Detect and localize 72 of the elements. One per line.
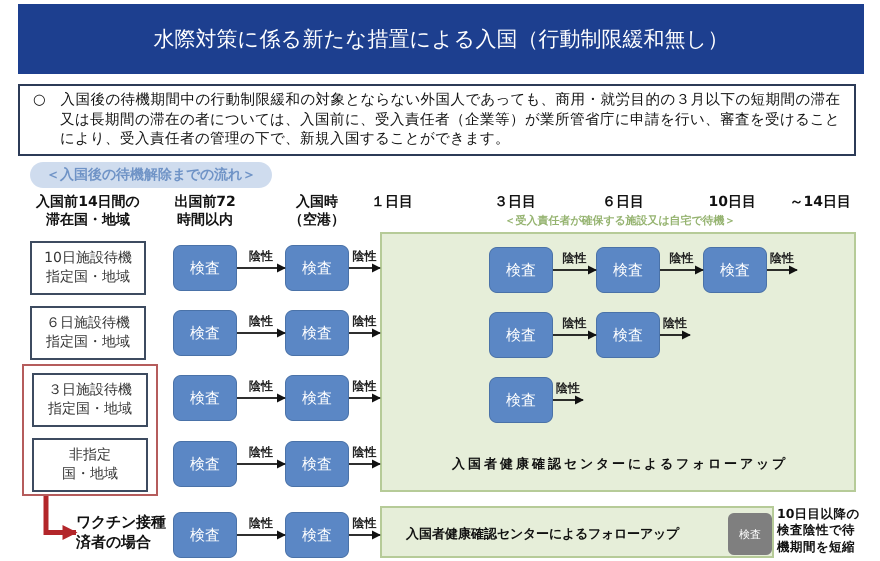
test-box: 検査 xyxy=(285,441,349,487)
arrow xyxy=(349,328,381,338)
test-box: 検査 xyxy=(596,247,660,293)
test-box: 検査 xyxy=(728,513,772,555)
arrow xyxy=(237,394,286,402)
test-box: 検査 xyxy=(285,310,349,356)
column-header: １日目 xyxy=(371,193,413,212)
edge-label: 陰性 xyxy=(556,380,580,397)
edge-label: 陰性 xyxy=(352,313,376,330)
edge-label: 陰性 xyxy=(249,378,273,395)
arrow xyxy=(349,460,381,468)
test-box: 検査 xyxy=(285,512,349,558)
edge-label: 陰性 xyxy=(562,315,586,332)
edge-label: 陰性 xyxy=(249,313,273,330)
arrow xyxy=(553,396,584,404)
follow-up-panel xyxy=(380,506,774,558)
panel-text: 入国者健康確認センターによるフォローアップ xyxy=(406,526,679,543)
edge-label: 陰性 xyxy=(352,515,376,532)
column-header: 入国前14日間の滞在国・地域 xyxy=(34,193,141,230)
test-box: 検査 xyxy=(703,247,767,293)
arrow xyxy=(237,530,286,540)
arrow xyxy=(349,394,381,402)
column-header: 出国前72時間以内 xyxy=(173,193,237,230)
arrow xyxy=(237,264,286,272)
row-label: ワクチン接種済者の場合 xyxy=(76,513,172,552)
edge-label: 陰性 xyxy=(352,248,376,265)
test-box: 検査 xyxy=(596,312,660,358)
column-header: 入国時（空港） xyxy=(288,193,346,230)
arrow xyxy=(660,330,691,340)
arrow xyxy=(349,530,381,540)
test-box: 検査 xyxy=(285,375,349,421)
edge-label: 陰性 xyxy=(249,444,273,461)
side-note: 10日目以降の検査陰性で待機期間を短縮 xyxy=(777,506,860,555)
region-box: ６日施設待機指定国・地域 xyxy=(30,306,146,360)
panel-text: 入国者健康確認センターによるフォローアップ xyxy=(452,456,788,473)
arrow xyxy=(767,266,798,274)
region-box: ３日施設待機指定国・地域 xyxy=(32,373,148,427)
test-box: 検査 xyxy=(285,245,349,291)
arrow xyxy=(237,328,286,338)
edge-label: 陰性 xyxy=(249,515,273,532)
section-heading-band: ＜入国後の待機解除までの流れ＞ xyxy=(30,162,272,188)
edge-label: 陰性 xyxy=(663,315,687,332)
test-box: 検査 xyxy=(173,245,237,291)
edge-label: 陰性 xyxy=(670,250,694,267)
edge-label: 陰性 xyxy=(352,378,376,395)
arrow xyxy=(44,496,78,540)
highlight-frame xyxy=(22,364,158,496)
arrow xyxy=(660,266,704,274)
arrow xyxy=(553,330,597,340)
region-box: 10日施設待機指定国・地域 xyxy=(30,241,146,295)
edge-label: 陰性 xyxy=(352,444,376,461)
test-box: 検査 xyxy=(489,312,553,358)
panel-heading: ＜受入責任者が確保する施設又は自宅で待機＞ xyxy=(504,213,736,228)
test-box: 検査 xyxy=(489,377,553,423)
arrow xyxy=(237,460,286,468)
test-box: 検査 xyxy=(173,512,237,558)
notice-box: ○ 入国後の待機期間中の行動制限緩和の対象とならない外国人であっても、商用・就労目的の３月以下の短期間の滞在又は長期間の滞在の者については、入国前に、受入責任者（企業等）が業所管省庁に申請を行い、審査を受けることにより、受入責任者の管理の下で、新規入国することができます。 xyxy=(18,84,856,156)
column-header: 10日目 xyxy=(708,193,756,212)
region-box: 非指定国・地域 xyxy=(32,438,148,492)
test-box: 検査 xyxy=(173,441,237,487)
column-header: ～14日目 xyxy=(790,193,851,212)
arrow xyxy=(349,264,381,272)
edge-label: 陰性 xyxy=(249,248,273,265)
title: 水際対策に係る新たな措置による入国（行動制限緩和無し） xyxy=(154,26,728,53)
arrow xyxy=(553,266,597,274)
test-box: 検査 xyxy=(173,310,237,356)
test-box: 検査 xyxy=(173,375,237,421)
column-header: ３日目 xyxy=(494,193,536,212)
column-header: ６日目 xyxy=(602,193,644,212)
test-box: 検査 xyxy=(489,247,553,293)
edge-label: 陰性 xyxy=(562,250,586,267)
edge-label: 陰性 xyxy=(770,250,794,267)
